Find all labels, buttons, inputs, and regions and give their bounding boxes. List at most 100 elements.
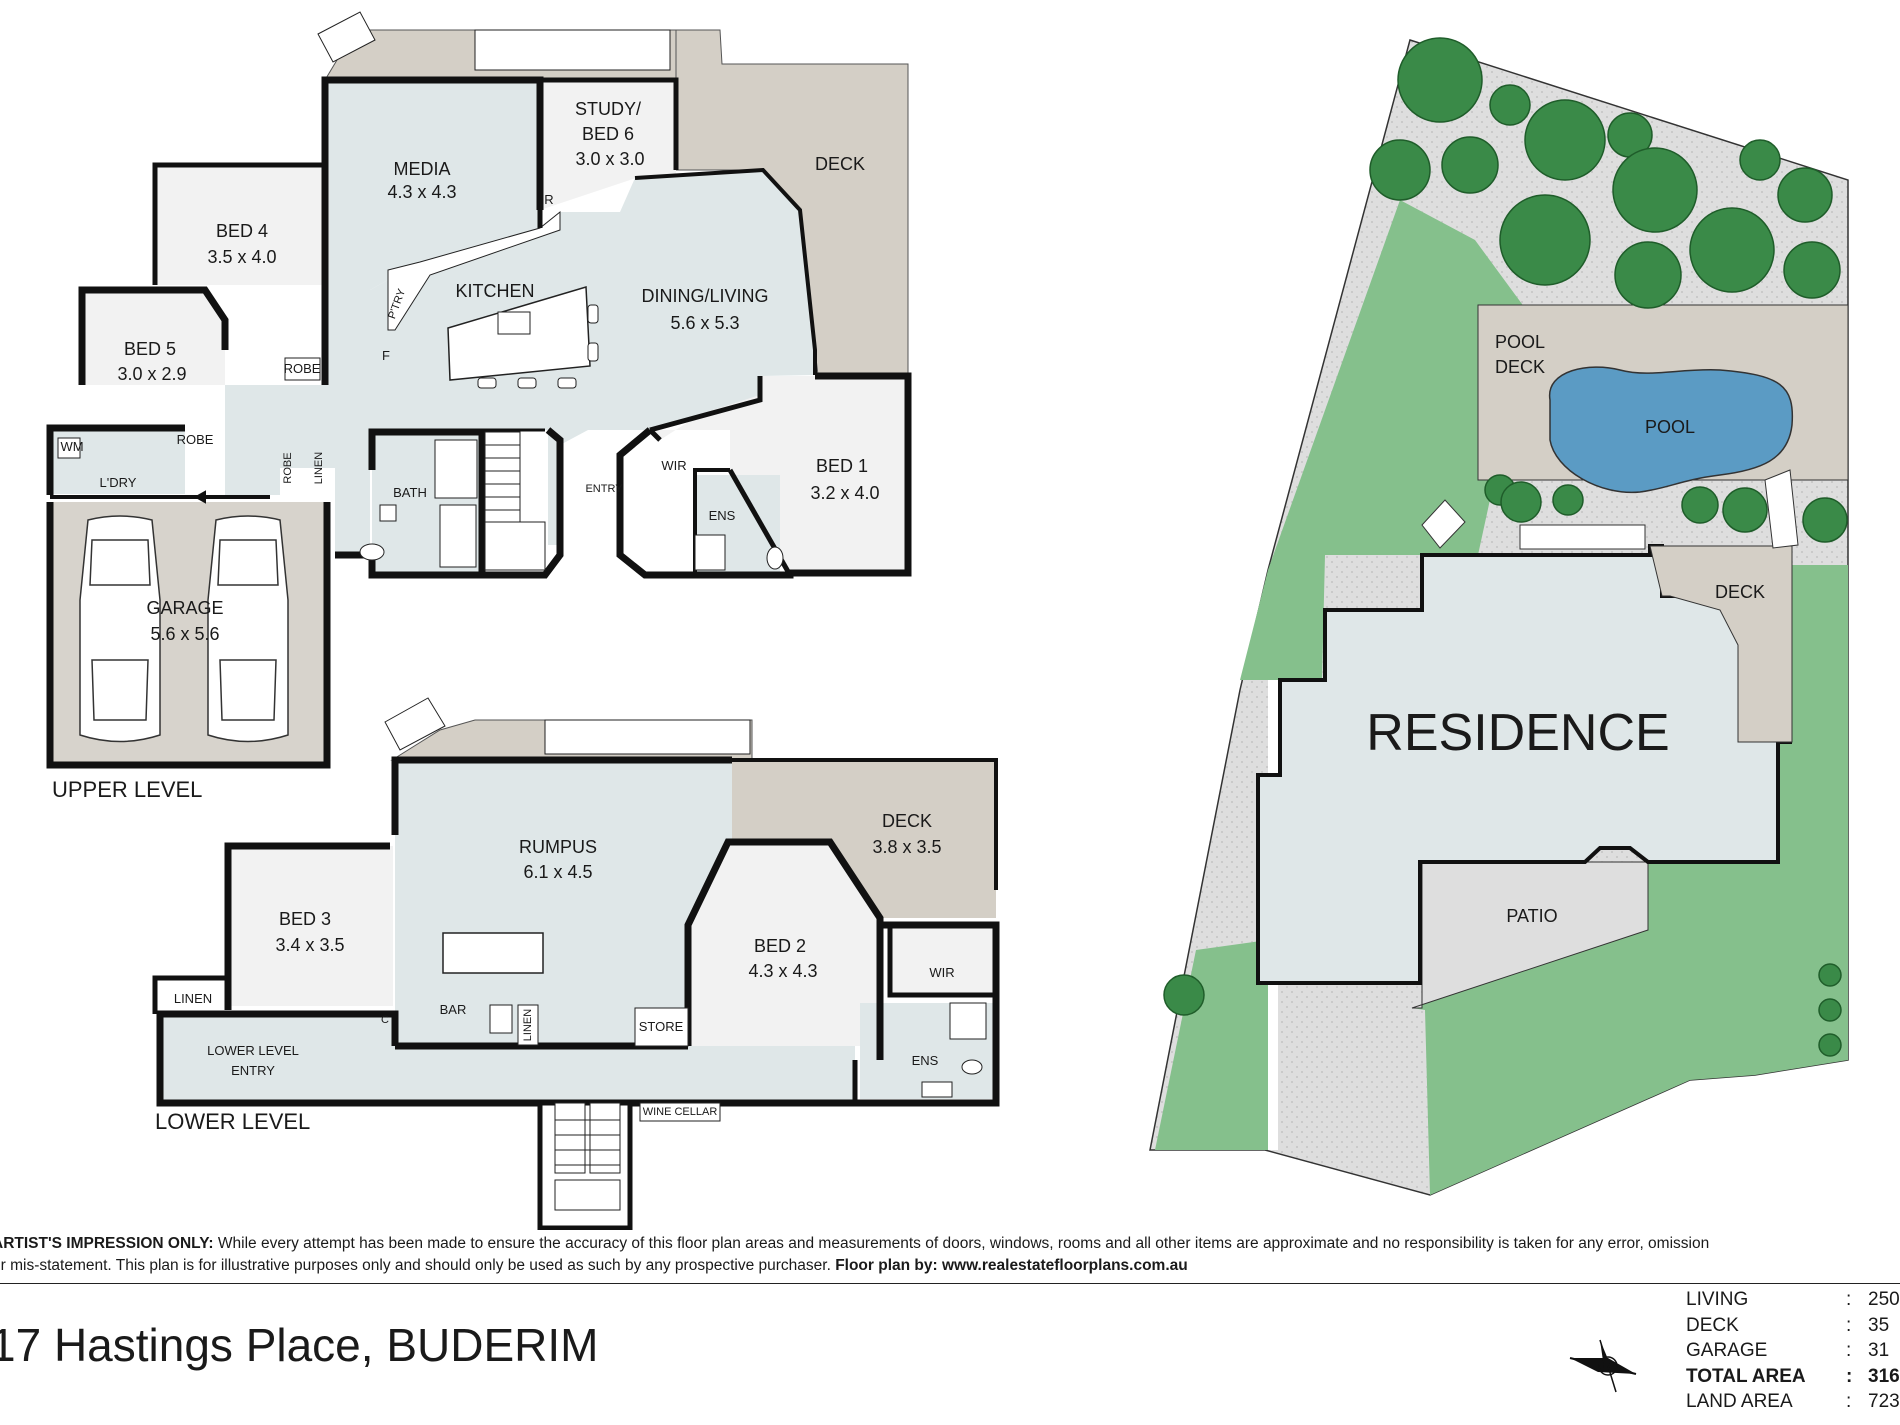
lower-top-stairs — [544, 719, 751, 755]
label-wine-cellar: WINE CELLAR — [643, 1106, 718, 1118]
tree-icon — [1818, 963, 1842, 987]
label-bath: BATH — [393, 485, 427, 500]
label-garage: GARAGE — [146, 598, 223, 618]
disclaimer-line-1: ARTIST'S IMPRESSION ONLY: While every at… — [0, 1233, 1900, 1255]
label-ens-lower: ENS — [912, 1053, 939, 1068]
upper-bar-stools — [477, 304, 599, 389]
property-address: 17 Hastings Place, BUDERIM — [0, 1319, 599, 1371]
label-rumpus: RUMPUS — [519, 837, 597, 857]
upper-deck-stairs — [317, 11, 376, 63]
lower-room-bed2 — [688, 842, 880, 1046]
upper-entry-arrow — [193, 490, 228, 504]
upper-room-bed4 — [155, 165, 325, 285]
upper-walls — [46, 76, 912, 769]
area-value: 723 — [1868, 1391, 1900, 1412]
upper-room-media — [325, 80, 540, 420]
upper-internal-stairs — [484, 431, 546, 571]
area-label: LIVING — [1686, 1289, 1749, 1310]
site-deck — [1649, 545, 1793, 743]
upper-room-bed1 — [650, 376, 908, 573]
label-study-2: BED 6 — [582, 124, 634, 144]
size-media: 4.3 x 4.3 — [387, 182, 456, 202]
label-upper-deck: DECK — [815, 154, 865, 174]
upper-fixtures — [57, 357, 784, 571]
site-lawn-lower-left — [1155, 940, 1268, 1150]
area-label: DECK — [1686, 1314, 1739, 1336]
tree-icon — [1397, 37, 1483, 123]
lower-entry-hall — [160, 1014, 855, 1100]
area-row-total: TOTAL AREA:316 — [1686, 1364, 1900, 1390]
disclaimer: ARTIST'S IMPRESSION ONLY: While every at… — [0, 1233, 1900, 1279]
area-row-garage: GARAGE:31 — [1686, 1338, 1900, 1364]
site-stairs — [1421, 469, 1799, 550]
label-site-deck: DECK — [1715, 582, 1765, 602]
tree-icon — [1369, 139, 1431, 201]
label-linen-lower: LINEN — [174, 991, 212, 1006]
upper-level-title: UPPER LEVEL — [52, 777, 202, 802]
tree-icon — [1499, 194, 1591, 286]
tree-icon — [1777, 167, 1833, 223]
lower-linen2 — [517, 1004, 539, 1046]
garage-cars — [79, 515, 289, 743]
footer-divider — [0, 1283, 1900, 1284]
upper-kitchen-bench — [387, 210, 561, 331]
area-label: LAND AREA — [1686, 1391, 1793, 1412]
label-store: STORE — [639, 1019, 684, 1034]
label-bed2: BED 2 — [754, 936, 806, 956]
lower-stairs — [537, 1100, 633, 1230]
tree-icon — [1163, 974, 1205, 1016]
tree-icon — [1441, 136, 1499, 194]
tree-icon — [1722, 487, 1768, 533]
label-laundry: L'DRY — [100, 475, 137, 490]
tree-icon — [1681, 486, 1719, 524]
disclaimer-lead: ARTIST'S IMPRESSION ONLY: — [0, 1235, 214, 1252]
disclaimer-text-1: While every attempt has been made to ens… — [213, 1235, 1710, 1252]
lower-ens-shower — [949, 1002, 987, 1040]
label-study: STUDY/ — [575, 99, 641, 119]
lower-bar-counter — [442, 932, 544, 974]
lower-bar-fridge — [489, 1004, 513, 1034]
label-bed4: BED 4 — [216, 221, 268, 241]
size-bed5: 3.0 x 2.9 — [117, 364, 186, 384]
site-plan: RESIDENCE POOL DECK POOL DECK PATIO — [1149, 37, 1849, 1196]
size-bed4: 3.5 x 4.0 — [207, 247, 276, 267]
tree-icon — [1500, 481, 1542, 523]
label-kitchen: KITCHEN — [455, 281, 534, 301]
upper-kitchen-sink — [497, 311, 531, 335]
lower-level-title: LOWER LEVEL — [155, 1109, 310, 1134]
floor-plan: MEDIA 4.3 x 4.3 STUDY/ BED 6 3.0 x 3.0 D… — [46, 11, 1849, 1230]
label-pool-deck: POOL — [1495, 332, 1545, 352]
lower-level: RUMPUS 6.1 x 4.5 DECK 3.8 x 3.5 BED 3 3.… — [152, 697, 1000, 1230]
label-wm: WM — [60, 439, 83, 454]
site-lawn-left — [1240, 200, 1530, 680]
upper-top-stairs — [474, 29, 671, 71]
label-entry: ENTRY — [585, 483, 623, 495]
tree-icon — [1818, 998, 1842, 1022]
area-value: 250 — [1868, 1289, 1900, 1310]
area-value: 35 — [1868, 1314, 1890, 1336]
car-left-icon — [79, 515, 161, 743]
label-lower-deck: DECK — [882, 811, 932, 831]
lower-ens-basin — [921, 1081, 953, 1098]
tree-icon — [1614, 241, 1682, 309]
label-patio: PATIO — [1506, 906, 1557, 926]
tree-icon — [1524, 99, 1606, 181]
label-wir-lower: WIR — [929, 965, 954, 980]
area-summary: LIVING:250 DECK:35 GARAGE:31 TOTAL AREA:… — [1686, 1287, 1900, 1415]
label-bed5: BED 5 — [124, 339, 176, 359]
label-robe-bed5: ROBE — [284, 361, 321, 376]
label-r: R — [544, 192, 553, 207]
car-right-icon — [207, 515, 289, 743]
area-value: 31 — [1868, 1340, 1890, 1361]
label-wir-upper: WIR — [661, 458, 686, 473]
site-trees — [1163, 37, 1848, 1057]
label-bar: BAR — [440, 1002, 467, 1017]
label-pool: POOL — [1645, 417, 1695, 437]
label-fridge: F — [382, 348, 390, 363]
tree-icon — [1489, 84, 1531, 126]
lower-walls — [152, 756, 1000, 1107]
tree-icon — [1552, 484, 1584, 516]
label-lower-entry-2: ENTRY — [231, 1063, 275, 1078]
disclaimer-credit: Floor plan by: www.realestatefloorplans.… — [835, 1257, 1188, 1274]
label-dining: DINING/LIVING — [641, 286, 768, 306]
